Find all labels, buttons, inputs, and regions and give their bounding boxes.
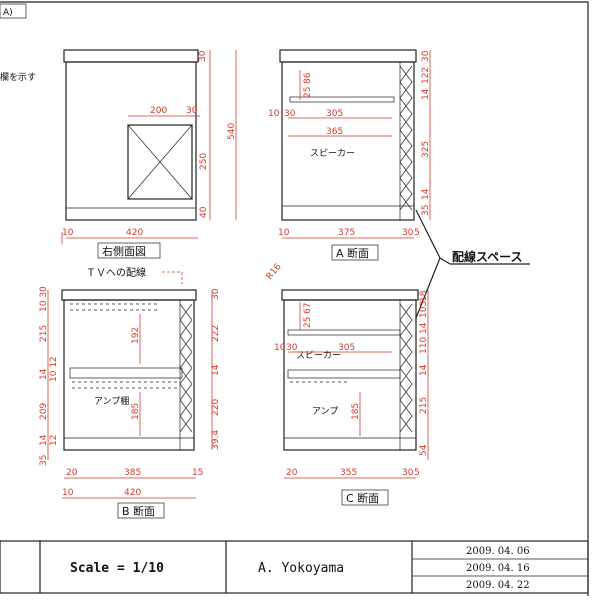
- dim-c-18: 18: [419, 290, 429, 302]
- dim-b-30: 30: [211, 288, 221, 300]
- author-text: A. Yokoyama: [258, 561, 344, 576]
- dim-b-394: 39.4: [211, 430, 221, 450]
- dim-a-14a: 14: [421, 88, 431, 100]
- section-c-cabinet: [283, 299, 417, 451]
- caption-right-side: 右側面図: [102, 244, 146, 258]
- dim-a-365: 365: [326, 127, 343, 137]
- dim-h-base: 40: [199, 206, 209, 218]
- dim-h-total: 540: [227, 123, 237, 140]
- dim-b-220: 220: [211, 399, 221, 416]
- caption-section-b: B 断面: [122, 504, 155, 518]
- tv-wiring-label: ＴＶへの配線: [86, 266, 146, 279]
- sheet-border: [0, 1, 589, 596]
- dim-b-20: 20: [66, 468, 78, 478]
- dim-b-1012: 10 12: [49, 356, 59, 382]
- dim-c-14b: 14: [419, 364, 429, 376]
- dim-b-192: 192: [131, 327, 141, 344]
- dim-a-top: 30: [421, 50, 431, 62]
- scale-text: Scale = 1/10: [70, 561, 164, 576]
- dim-b-14r: 14: [211, 364, 221, 376]
- dim-c-14: 14: [419, 322, 429, 334]
- dim-b-15: 15: [192, 468, 203, 478]
- dim-top-width: 200: [150, 106, 167, 116]
- section-b-view: ＴＶへの配線 アンプ棚 192 185 10 30 215 14 10 12 2…: [39, 266, 221, 519]
- title-block-frame: [0, 540, 589, 594]
- dim-c-25: 25: [303, 317, 313, 328]
- section-a-speaker-label: スピーカー: [310, 148, 355, 159]
- section-b-cabinet: [63, 299, 195, 451]
- dim-c-185: 185: [351, 403, 361, 420]
- dim-top-gap: 30: [186, 106, 198, 116]
- dim-b-209: 209: [39, 403, 49, 420]
- wiring-space-callout: 配線スペース: [415, 209, 530, 319]
- dim-c-54: 54: [419, 444, 429, 456]
- dim-b-222: 222: [211, 325, 221, 342]
- date-2: 2009. 04. 16: [466, 563, 530, 574]
- dim-b-10: 10: [62, 488, 74, 498]
- dim-b-1014: 14: [39, 368, 49, 380]
- dim-a-305: 305: [326, 109, 343, 119]
- dim-c-215: 215: [419, 397, 429, 414]
- dim-b-35: 35: [39, 455, 49, 466]
- caption-section-a: A 断面: [336, 246, 369, 260]
- dim-b-12: 12: [49, 435, 59, 446]
- dim-a-10b: 10: [278, 228, 290, 238]
- dim-h-panel: 250: [199, 153, 209, 170]
- dim-a-30b: 30: [402, 228, 414, 238]
- right-side-view: 200 30 30 540 250 40 10 420 右側面図: [61, 49, 237, 259]
- section-a-shelf: [289, 96, 395, 103]
- caption-box-section-c: [341, 489, 389, 506]
- dim-a-86: 86: [303, 72, 313, 84]
- dim-b-1030: 10 30: [39, 286, 49, 312]
- dim-b-185: 185: [131, 403, 141, 420]
- dim-c-20: 20: [286, 468, 298, 478]
- dim-c-355: 355: [340, 468, 357, 478]
- dim-h-top: 30: [198, 50, 208, 62]
- date-1: 2009. 04. 06: [466, 546, 530, 557]
- dim-c-103: 103: [419, 301, 429, 318]
- caption-box-section-b: [117, 502, 165, 519]
- dim-c-5: 5: [414, 468, 420, 478]
- caption-box-right-side: [97, 242, 161, 259]
- dim-a-14b: 14: [421, 188, 431, 200]
- right-side-panel: [65, 61, 197, 221]
- dim-c-67: 67: [303, 303, 313, 314]
- dim-left-off: 10: [62, 228, 74, 238]
- section-c-amp-label: アンプ: [312, 406, 338, 417]
- section-b-amp-shelf: [69, 367, 183, 379]
- dim-a-375: 375: [338, 228, 355, 238]
- dim-c-110: 110: [419, 337, 429, 354]
- date-3: 2009. 04. 22: [466, 580, 530, 591]
- dim-c-30: 30: [286, 343, 298, 353]
- dim-w-total: 420: [126, 228, 143, 238]
- dim-b-215: 215: [39, 325, 49, 342]
- amp-rack-label: アンプ棚: [94, 395, 129, 407]
- dim-b-385: 385: [124, 468, 141, 478]
- top-tab-box: [0, 3, 27, 19]
- section-a-view: スピーカー 86 25 10 30 305 365 30 122 14 325 …: [268, 49, 431, 261]
- top-tab-label: A): [3, 8, 13, 18]
- section-a-cabinet: [281, 61, 415, 221]
- caption-box-section-a: [331, 244, 379, 261]
- section-c-speaker-label: スピーカー: [296, 350, 341, 361]
- caption-section-c: C 断面: [346, 491, 379, 505]
- dim-c-305: 305: [338, 343, 355, 353]
- dim-b-420: 420: [124, 488, 141, 498]
- wiring-space-label: 配線スペース: [452, 249, 523, 264]
- dim-c-30b: 30: [402, 468, 414, 478]
- dim-a-5: 5: [414, 228, 420, 238]
- note-left: 欄を示す: [0, 71, 36, 83]
- dim-c-10: 10: [274, 343, 286, 353]
- title-block: Scale = 1/10 A. Yokoyama 2009. 04. 06 20…: [0, 540, 589, 594]
- dim-a-325: 325: [421, 141, 431, 158]
- dim-a-25: 25: [303, 87, 313, 98]
- dim-a-122: 122: [421, 67, 431, 84]
- dim-a-10: 10: [268, 109, 280, 119]
- dim-a-35: 35: [421, 205, 431, 216]
- vent-opening: [127, 124, 193, 200]
- dim-b-14: 14: [39, 434, 49, 446]
- dim-a-30: 30: [284, 109, 296, 119]
